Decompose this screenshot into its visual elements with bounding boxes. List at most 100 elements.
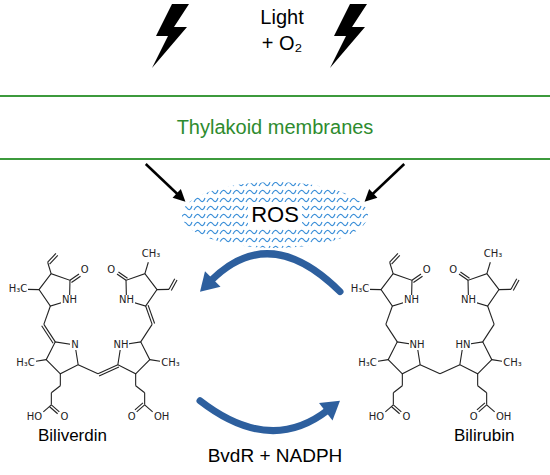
bond-line xyxy=(148,305,155,323)
arrow-head xyxy=(173,189,186,202)
bond-line xyxy=(390,262,393,273)
bond-line xyxy=(393,386,402,393)
bond-line xyxy=(459,274,468,280)
atom-label: H₃C xyxy=(357,358,378,368)
bond-line xyxy=(385,405,393,412)
bond-line xyxy=(42,326,53,344)
atom-label: O xyxy=(106,265,116,275)
atom-label: NH xyxy=(460,295,477,305)
bond-line xyxy=(376,360,388,362)
bond-line xyxy=(488,306,495,324)
atom-label: HN xyxy=(454,340,471,350)
atom-label: O xyxy=(448,265,458,275)
connector xyxy=(372,164,404,195)
bond-line xyxy=(483,324,494,342)
reaction-arrow xyxy=(200,401,327,431)
bond-line xyxy=(487,405,495,412)
bond-line xyxy=(137,405,145,412)
atom-label: CH₃ xyxy=(502,358,523,368)
atom-label: H₃C xyxy=(15,358,36,368)
bond-line xyxy=(117,274,126,280)
bond-line xyxy=(51,386,60,393)
molecule-name: Biliverdin xyxy=(38,426,107,446)
atom-label: NH xyxy=(112,340,129,350)
atom-label: N xyxy=(70,340,79,350)
bond-line xyxy=(70,274,79,280)
light-label: + O₂ xyxy=(262,33,303,53)
atom-label: NH xyxy=(403,295,420,305)
ros-cloud: ROS xyxy=(180,180,370,250)
bond-line xyxy=(99,367,119,376)
bond-line xyxy=(136,386,145,393)
bond-line xyxy=(477,374,478,386)
bond-line xyxy=(460,272,469,278)
atom-label: H₃C xyxy=(350,284,371,294)
bond-line xyxy=(144,393,145,405)
bond-line xyxy=(51,393,52,405)
atom-label: NH xyxy=(409,340,426,350)
bond-line xyxy=(60,374,61,386)
atom-label: CH₃ xyxy=(160,358,181,368)
bond-line xyxy=(78,365,98,374)
atom-label: CH₃ xyxy=(483,249,504,259)
bond-line xyxy=(157,289,169,290)
bond-line xyxy=(393,405,401,412)
bond-line xyxy=(402,374,403,386)
membrane-label: Thylakoid membranes xyxy=(177,116,374,139)
atom-label: O xyxy=(401,412,411,422)
arrow-head xyxy=(200,271,221,291)
bond-line xyxy=(386,324,397,342)
atom-label: O xyxy=(469,412,479,422)
bond-line xyxy=(420,365,440,374)
bond-line xyxy=(51,405,59,412)
bond-line xyxy=(48,262,51,273)
atom-label: OH xyxy=(153,412,170,422)
connector xyxy=(200,401,327,431)
bond-line xyxy=(145,405,153,412)
connector xyxy=(146,164,178,195)
bond-line xyxy=(71,276,80,282)
bond-line xyxy=(392,255,400,264)
bond-line xyxy=(44,306,51,324)
bond-line xyxy=(369,289,381,290)
bond-line xyxy=(135,403,143,410)
atom-label: O xyxy=(127,412,137,422)
reaction-arrow xyxy=(211,254,340,292)
bond-line xyxy=(43,405,51,412)
arrow-head xyxy=(319,401,340,421)
atom-label: O xyxy=(422,265,432,275)
connector-line xyxy=(146,164,178,195)
atom-label: HO xyxy=(368,412,385,422)
lightning-bolt xyxy=(152,4,189,68)
bond-line xyxy=(34,360,46,362)
membrane-band: Thylakoid membranes xyxy=(0,95,550,160)
bond-line xyxy=(118,272,127,278)
atom-label: HO xyxy=(26,412,43,422)
atom-label: OH xyxy=(495,412,512,422)
bond-line xyxy=(486,393,487,405)
bond-line xyxy=(487,262,490,273)
molecule-name: Bilirubin xyxy=(454,426,514,446)
arrow-head xyxy=(365,189,378,202)
ros-label: ROS xyxy=(248,202,302,228)
bond-line xyxy=(169,279,175,290)
bond-line xyxy=(499,289,511,290)
atom-label: CH₃ xyxy=(141,249,162,259)
connector-line xyxy=(372,164,404,195)
bond-line xyxy=(479,405,487,412)
bond-line xyxy=(141,324,152,342)
bond-line xyxy=(135,374,136,386)
atom-label: H₃C xyxy=(8,284,29,294)
bond-line xyxy=(477,403,485,410)
atom-label: NH xyxy=(61,295,78,305)
bond-line xyxy=(511,279,517,290)
atom-label: O xyxy=(80,265,90,275)
bond-line xyxy=(27,289,39,290)
bond-line xyxy=(44,324,55,342)
bond-line xyxy=(440,365,460,374)
molecule-structures xyxy=(27,253,519,413)
atom-label: NH xyxy=(118,295,135,305)
bond-line xyxy=(393,393,394,405)
bond-line xyxy=(513,280,519,291)
